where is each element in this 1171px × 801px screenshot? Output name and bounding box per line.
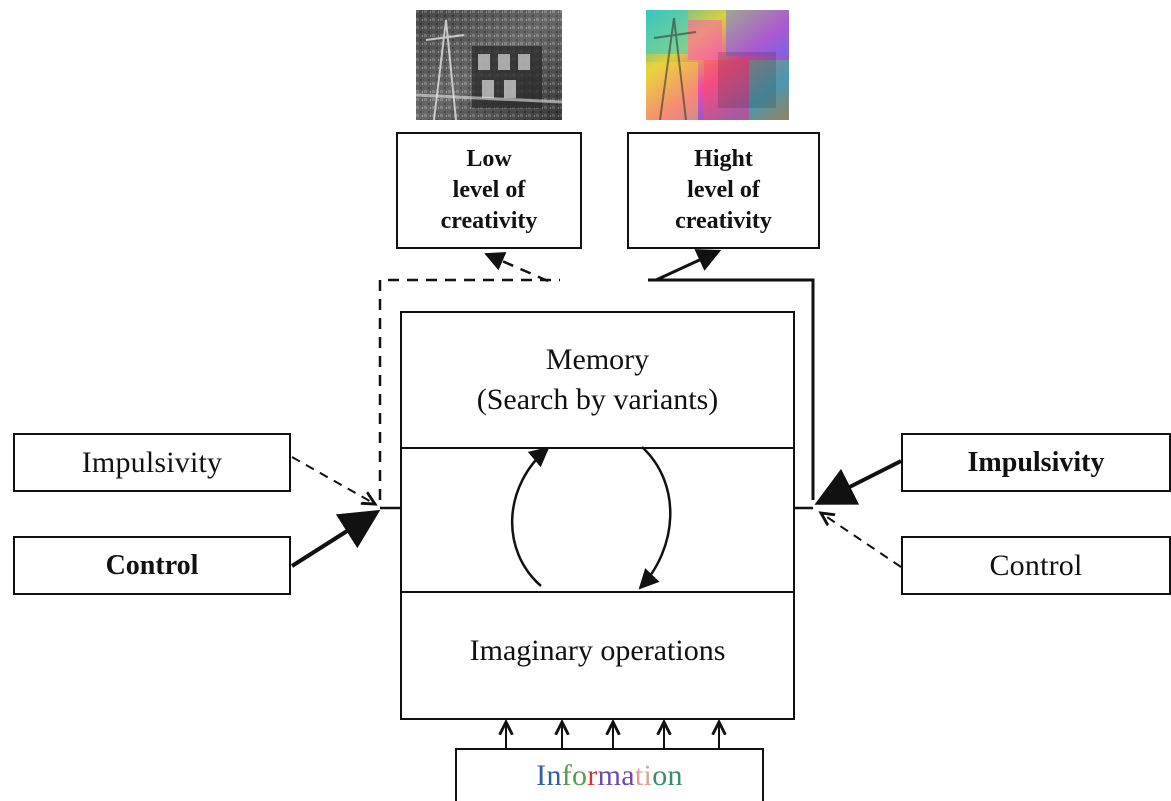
right-impulsivity-label: Impulsivity — [967, 446, 1105, 478]
information-label-part: In — [536, 758, 562, 792]
information-label-part: on — [652, 758, 683, 792]
left-control-box: Control — [13, 536, 291, 595]
low-creativity-label: Low level of creativity — [440, 146, 538, 234]
central-process-block: Memory (Search by variants) Imaginary op… — [400, 311, 795, 720]
memory-section: Memory (Search by variants) — [402, 313, 793, 449]
memory-subtitle: (Search by variants) — [476, 383, 719, 416]
right-impulsivity-arrow — [814, 459, 902, 505]
left-impulsivity-arrow — [291, 456, 375, 504]
information-box: Information — [455, 748, 764, 801]
right-control-box: Control — [901, 536, 1171, 595]
information-label-part: fo — [561, 758, 588, 792]
memory-title: Memory — [545, 343, 650, 376]
high-creativity-image — [646, 10, 789, 120]
right-impulsivity-box: Impulsivity — [901, 433, 1171, 492]
right-control-arrow — [821, 513, 902, 568]
low-creativity-box: Low level of creativity — [396, 132, 582, 249]
right-control-label: Control — [989, 548, 1083, 582]
left-dashed-arrow — [484, 252, 549, 283]
cycle-section — [402, 449, 793, 593]
high-creativity-label: Hight level of creativity — [675, 146, 772, 234]
imaginary-operations-label: Imaginary operations — [469, 633, 726, 667]
information-label-part: ti — [634, 758, 653, 792]
left-control-label: Control — [105, 549, 199, 581]
information-label: Information — [536, 759, 683, 793]
right-solid-arrow — [655, 249, 722, 282]
imaginary-section: Imaginary operations — [402, 593, 793, 718]
low-creativity-image — [416, 10, 562, 120]
information-label-part: ma — [597, 758, 635, 792]
left-impulsivity-box: Impulsivity — [13, 433, 291, 492]
information-label-part: r — [587, 758, 598, 792]
high-creativity-box: Hight level of creativity — [627, 132, 820, 249]
left-control-arrow — [290, 509, 381, 568]
left-impulsivity-label: Impulsivity — [81, 445, 223, 479]
memory-text: Memory (Search by variants) — [402, 340, 793, 420]
